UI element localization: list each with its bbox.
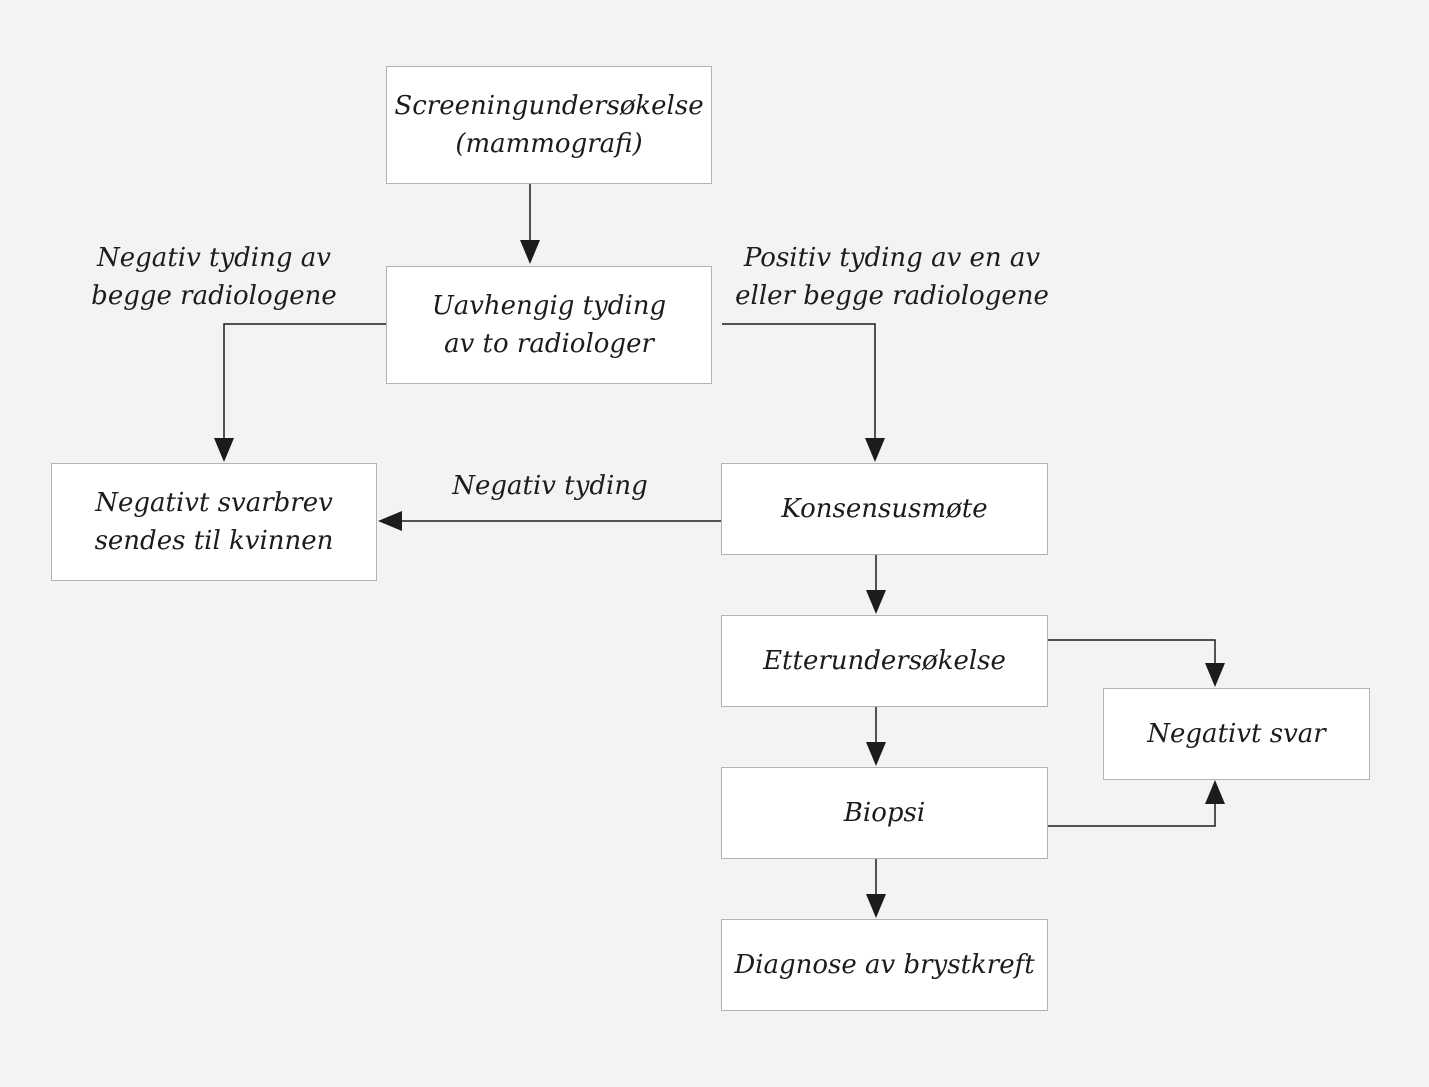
edge-reading-to-consensus: [722, 323, 876, 442]
node-negative-answer-label: Negativt svar: [1147, 719, 1326, 749]
node-consensus: Konsensusmøte: [721, 463, 1048, 555]
arrowhead-reading: [520, 240, 540, 264]
node-diagnosis-label: Diagnose av brystkreft: [734, 950, 1035, 980]
edge-followup-to-negative-answer: [1047, 639, 1216, 667]
arrowhead-negative-letter-top: [214, 438, 234, 462]
node-independent-reading-line-1: Uavhengig tyding: [431, 291, 667, 321]
node-independent-reading: Uavhengig tyding av to radiologer: [386, 266, 712, 384]
edge-reading-to-negative-letter: [223, 323, 386, 442]
arrowhead-diagnosis: [866, 894, 886, 918]
node-biopsy: Biopsi: [721, 767, 1048, 859]
edge-label-negative-both-line-1: Negativ tyding av: [97, 243, 331, 273]
edge-label-positive-one: Positiv tyding av en av eller begge radi…: [724, 239, 1060, 315]
node-follow-up: Etterundersøkelse: [721, 615, 1048, 707]
node-biopsy-label: Biopsi: [843, 798, 926, 828]
edge-label-positive-one-line-1: Positiv tyding av en av: [743, 243, 1041, 273]
node-negative-letter: Negativt svarbrev sendes til kvinnen: [51, 463, 377, 581]
node-follow-up-label: Etterundersøkelse: [763, 646, 1006, 676]
arrowhead-biopsy: [866, 742, 886, 766]
node-negative-letter-line-2: sendes til kvinnen: [94, 526, 334, 556]
edge-label-negative-both-line-2: begge radiologene: [91, 281, 337, 311]
edge-label-negative-consensus-text: Negativ tyding: [452, 471, 648, 501]
arrowhead-negative-answer-top: [1205, 663, 1225, 687]
node-screening-line-2: (mammografi): [455, 129, 643, 159]
node-negative-letter-line-1: Negativt svarbrev: [95, 488, 333, 518]
arrowhead-negative-answer-bottom: [1205, 780, 1225, 804]
node-diagnosis: Diagnose av brystkreft: [721, 919, 1048, 1011]
arrowhead-consensus: [865, 438, 885, 462]
arrowhead-negative-letter-side: [378, 511, 402, 531]
node-screening: Screeningundersøkelse (mammografi): [386, 66, 712, 184]
edge-label-positive-one-line-2: eller begge radiologene: [735, 281, 1049, 311]
node-negative-answer: Negativt svar: [1103, 688, 1370, 780]
edge-biopsy-to-negative-answer: [1047, 801, 1216, 827]
edge-label-negative-consensus: Negativ tyding: [420, 467, 680, 505]
arrowhead-followup: [866, 590, 886, 614]
node-screening-line-1: Screeningundersøkelse: [394, 91, 704, 121]
node-independent-reading-line-2: av to radiologer: [444, 329, 654, 359]
edge-label-negative-both: Negativ tyding av begge radiologene: [64, 239, 364, 315]
node-consensus-label: Konsensusmøte: [781, 494, 988, 524]
